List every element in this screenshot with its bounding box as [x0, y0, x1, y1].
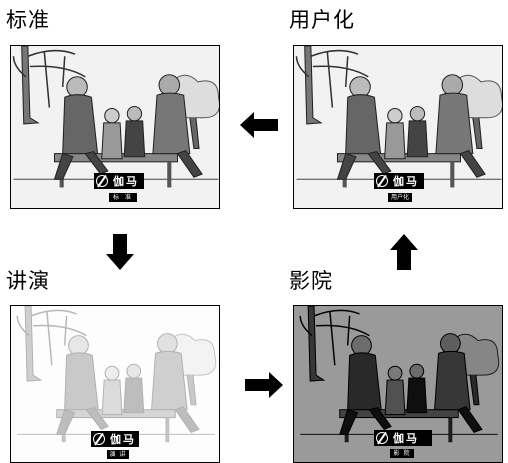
mode-tag-custom: 用户化 [388, 193, 412, 202]
mode-title-cinema: 影院 [289, 269, 333, 293]
mode-tag-lecture: 演 讲 [107, 450, 129, 459]
gamma-indicator: 伽马 [91, 431, 139, 447]
arrow-left-icon [240, 112, 278, 138]
mode-tag-cinema: 影 院 [390, 449, 414, 458]
gamma-indicator: 伽马 [374, 173, 424, 189]
gamma-label: 伽马 [393, 432, 419, 445]
mode-title-custom: 用户化 [289, 8, 355, 32]
arrow-down-icon [106, 234, 134, 270]
gamma-icon [376, 175, 388, 187]
gamma-label: 伽马 [113, 175, 139, 188]
gamma-icon [376, 432, 388, 444]
preview-standard: 伽马 标 准 [10, 45, 220, 209]
gamma-indicator: 伽马 [374, 430, 432, 446]
mode-tag-standard: 标 准 [109, 193, 137, 202]
preview-custom: 伽马 用户化 [293, 45, 503, 209]
gamma-label: 伽马 [110, 433, 136, 446]
preview-lecture: 伽马 演 讲 [10, 305, 220, 463]
gamma-indicator: 伽马 [94, 173, 144, 189]
mode-title-standard: 标准 [6, 8, 50, 32]
preview-cinema: 伽马 影 院 [293, 305, 503, 463]
gamma-label: 伽马 [393, 175, 419, 188]
mode-title-lecture: 讲演 [6, 269, 50, 293]
gamma-icon [93, 433, 105, 445]
arrow-up-icon [390, 234, 418, 270]
arrow-right-icon [245, 372, 283, 398]
gamma-icon [96, 175, 108, 187]
